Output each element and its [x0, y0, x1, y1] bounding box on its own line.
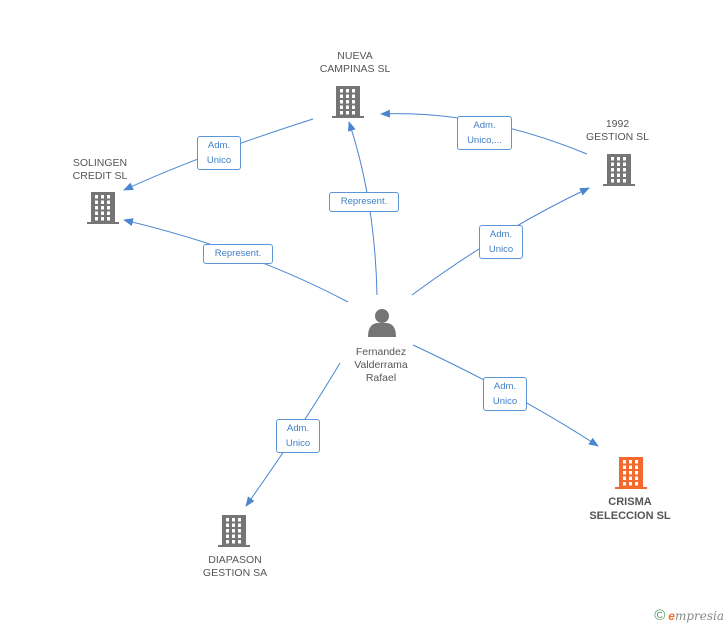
node-label-person: Fernandez Valderrama Rafael — [354, 346, 408, 384]
node-label-solingen-credit: SOLINGEN CREDIT SL — [72, 157, 128, 182]
node-label-crisma-seleccion: CRISMA SELECCION SL — [589, 496, 671, 522]
edge-label-adm-unico-1992: Adm. Unico — [479, 225, 523, 259]
building-icon-1992-gestion[interactable] — [603, 154, 635, 186]
building-icon-crisma-seleccion[interactable] — [615, 457, 647, 489]
building-icon-solingen-credit[interactable] — [87, 192, 119, 224]
node-label-nueva-campinas: NUEVA CAMPINAS SL — [319, 50, 391, 75]
edge-label-adm-unico-solingen: Adm. Unico — [197, 136, 241, 170]
edge-label-represent-nueva: Represent. — [329, 192, 399, 212]
brand-logo-e: e — [668, 609, 675, 623]
edge-label-adm-unico-crisma: Adm. Unico — [483, 377, 527, 411]
empresia-watermark: ©empresia — [654, 607, 724, 624]
person-icon-fernandez-valderrama[interactable] — [368, 309, 396, 337]
edge-label-adm-unico-diapason: Adm. Unico — [276, 419, 320, 453]
building-icon-diapason-gestion[interactable] — [218, 515, 250, 547]
brand-logo-text: mpresia — [674, 609, 724, 623]
node-label-diapason-gestion: DIAPASON GESTION SA — [202, 554, 268, 579]
node-label-1992-gestion: 1992 GESTION SL — [585, 118, 649, 143]
copyright-icon: © — [654, 607, 666, 624]
edge-label-represent-solingen: Represent. — [203, 244, 273, 264]
building-icon-nueva-campinas[interactable] — [332, 86, 364, 118]
edge-label-adm-unico-nueva: Adm. Unico,... — [457, 116, 512, 150]
